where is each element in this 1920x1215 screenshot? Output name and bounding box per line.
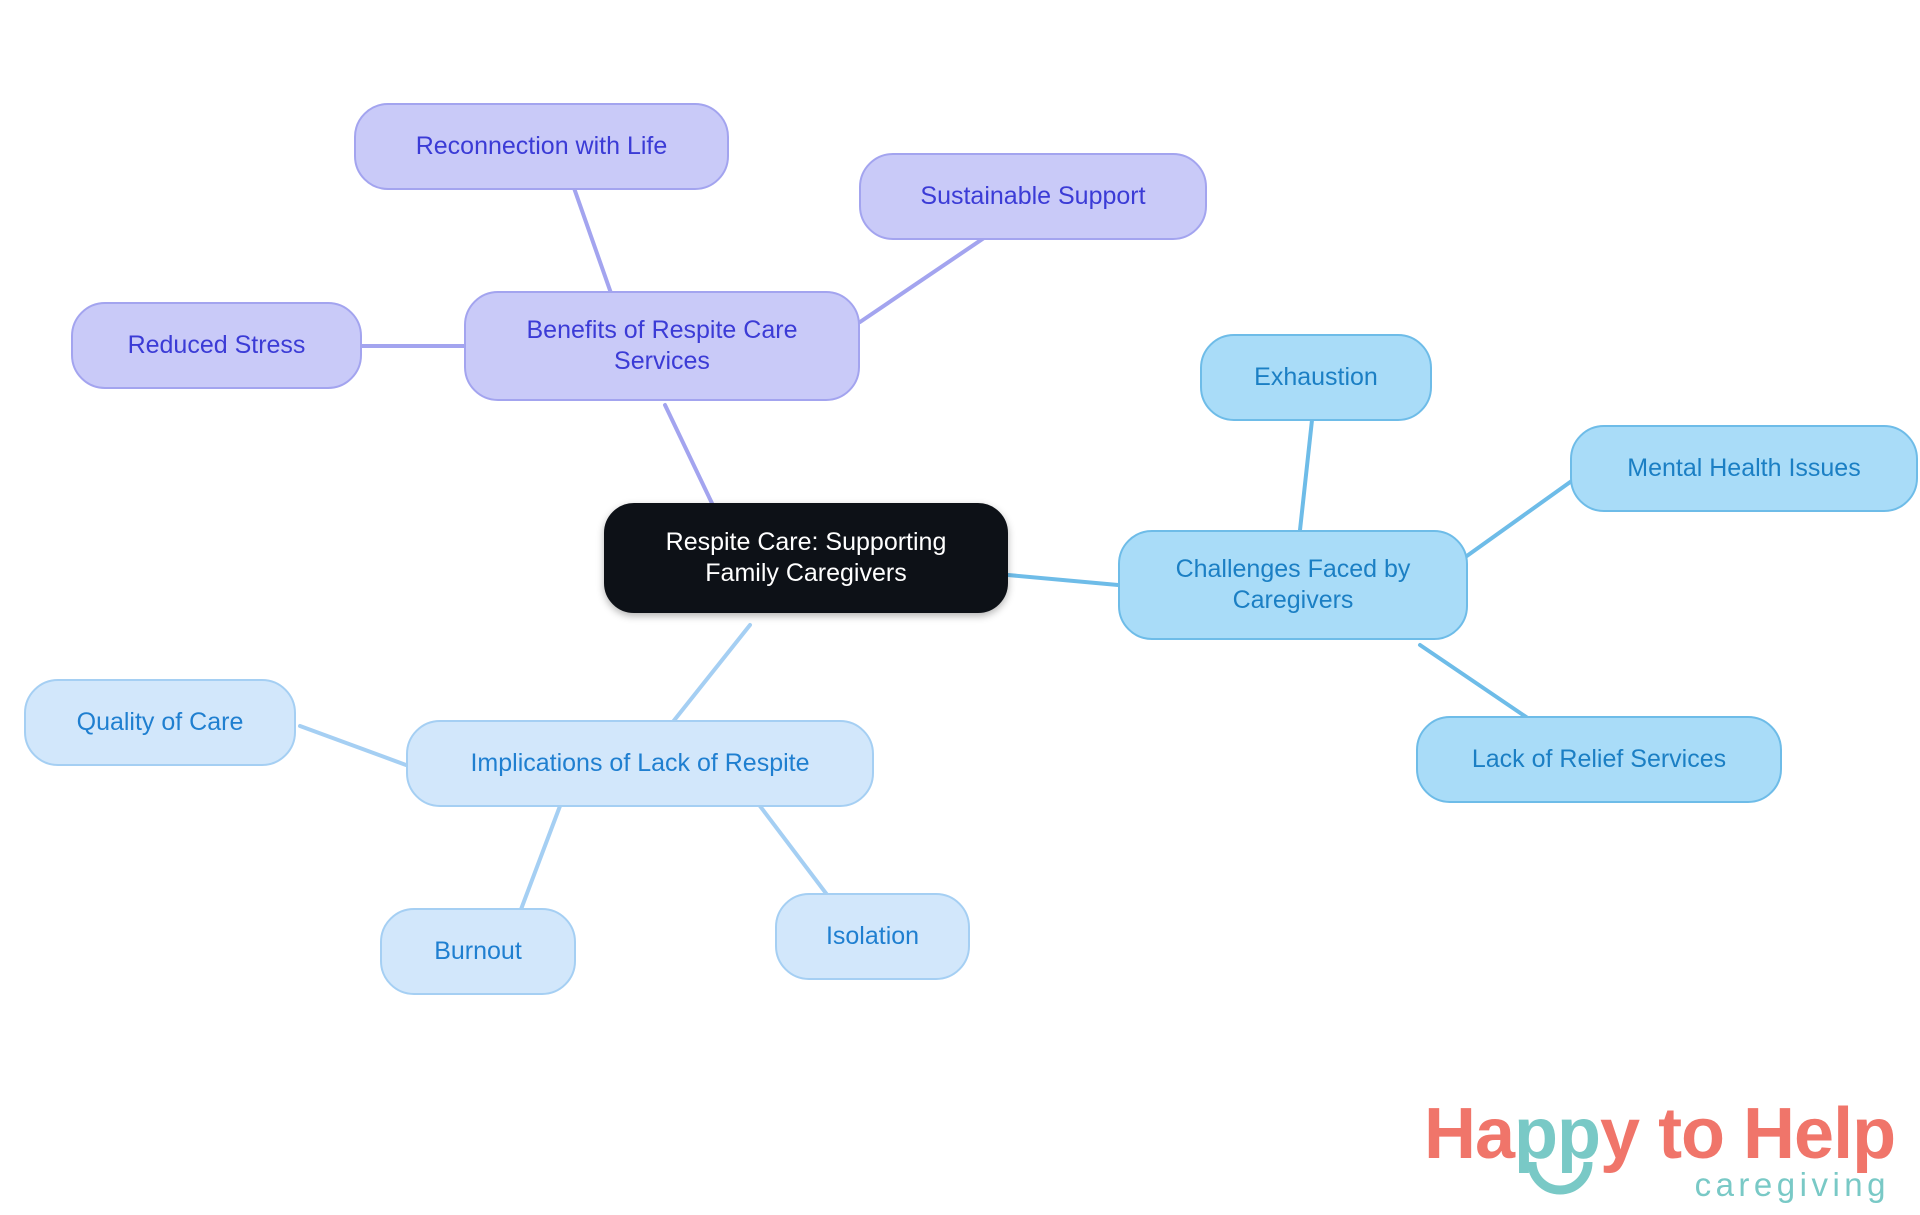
node-branch-benefits[interactable]: Benefits of Respite Care Services [464, 291, 860, 401]
brand-logo: Happy to Help caregiving [1424, 1098, 1896, 1206]
node-leaf-lack-of-relief-services[interactable]: Lack of Relief Services [1416, 716, 1782, 803]
node-leaf-burnout[interactable]: Burnout [380, 908, 576, 995]
logo-letter-a: a [1475, 1094, 1515, 1174]
node-leaf-sustainable-support[interactable]: Sustainable Support [859, 153, 1207, 240]
node-leaf-isolation[interactable]: Isolation [775, 893, 970, 980]
edge-implications-to-burnout [518, 804, 562, 914]
node-leaf-reduced-stress[interactable]: Reduced Stress [71, 302, 362, 389]
logo-letter-h: H [1424, 1094, 1476, 1174]
edge-root-to-challenges [1006, 573, 1120, 587]
node-branch-implications[interactable]: Implications of Lack of Respite [406, 720, 874, 807]
logo-letters-pp: pp [1514, 1094, 1601, 1174]
edge-challenges-to-exhaustion [1298, 418, 1314, 532]
logo-letter-y: y [1600, 1094, 1640, 1174]
node-root[interactable]: Respite Care: Supporting Family Caregive… [604, 503, 1008, 613]
logo-wordmark: Happy to Help [1424, 1098, 1896, 1170]
node-leaf-reconnection-with-life[interactable]: Reconnection with Life [354, 103, 729, 190]
edge-implications-to-quality [298, 724, 408, 767]
edge-implications-to-isolation [758, 804, 830, 898]
logo-words-to-help: to Help [1639, 1094, 1896, 1174]
edge-root-to-implications [670, 623, 752, 725]
node-leaf-exhaustion[interactable]: Exhaustion [1200, 334, 1432, 421]
node-branch-challenges[interactable]: Challenges Faced by Caregivers [1118, 530, 1468, 640]
node-leaf-quality-of-care[interactable]: Quality of Care [24, 679, 296, 766]
logo-tagline: caregiving [1694, 1166, 1890, 1203]
edge-challenges-to-mental-health [1462, 473, 1582, 560]
edge-benefits-to-reconnection [572, 186, 614, 298]
smile-icon [1527, 1161, 1593, 1195]
node-leaf-mental-health-issues[interactable]: Mental Health Issues [1570, 425, 1918, 512]
